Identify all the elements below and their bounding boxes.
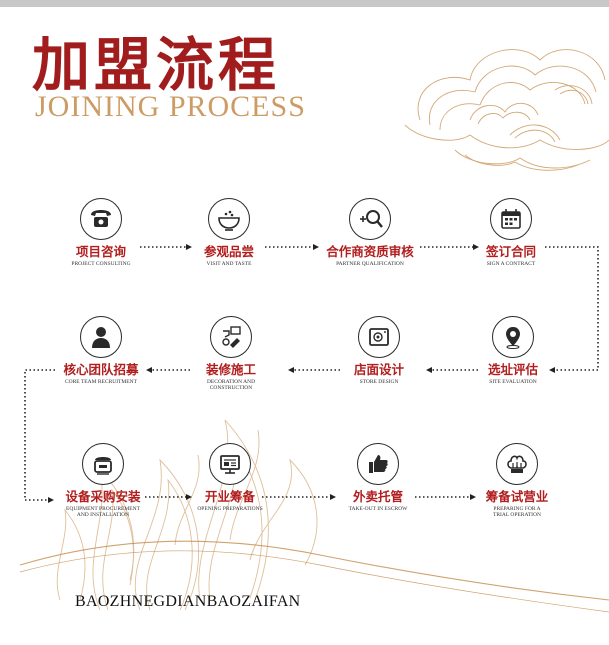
step-project-consulting: 项目咨询 PROJECT CONSULTING xyxy=(26,198,176,267)
step-label-en: EQUIPMENT PROCUREMENT AND INSTALLATION xyxy=(65,505,140,519)
step-take-out-in-escrow: 外卖托管 TAKE-OUT IN ESCROW xyxy=(303,443,453,512)
step-label-cn: 项目咨询 xyxy=(75,244,126,259)
step-label-en: SITE EVALUATION xyxy=(489,378,537,385)
step-label-en: SIGN A CONTRACT xyxy=(486,260,536,267)
telephone-icon xyxy=(80,198,122,240)
person-icon xyxy=(80,316,122,358)
decoration-icon xyxy=(210,316,252,358)
step-label-cn: 合作商资质审核 xyxy=(326,244,414,259)
step-label-en: CORE TEAM RECRUITMENT xyxy=(64,378,137,385)
step-store-design: 店面设计 STORE DESIGN xyxy=(304,316,454,385)
step-label-en: VISIT AND TASTE xyxy=(206,260,252,267)
step-trial-operation: 筹备试营业 PREPARING FOR A TRIAL OPERATION xyxy=(442,443,592,518)
step-visit-and-taste: 参观品尝 VISIT AND TASTE xyxy=(154,198,304,267)
step-opening-preparations: 开业筹备 OPENING PREPARATIONS xyxy=(155,443,305,512)
step-label-cn: 核心团队招募 xyxy=(63,362,139,377)
step-label-en: TAKE-OUT IN ESCROW xyxy=(348,505,408,512)
step-label-cn: 外卖托管 xyxy=(352,489,403,504)
step-label-cn: 选址评估 xyxy=(487,362,538,377)
monitor-icon xyxy=(209,443,251,485)
step-equipment-procurement: 设备采购安装 EQUIPMENT PROCUREMENT AND INSTALL… xyxy=(28,443,178,518)
magnifier-plus-icon xyxy=(349,198,391,240)
step-decoration-and-construction: 装修施工 DECORATION AND CONSTRUCTION xyxy=(156,316,306,391)
step-label-cn: 签订合同 xyxy=(485,244,536,259)
calendar-icon xyxy=(490,198,532,240)
footer-brand-text: BAOZHNEGDIANBAOZAIFAN xyxy=(75,593,301,610)
wave-ornament xyxy=(19,540,609,613)
step-label-cn: 设备采购安装 xyxy=(65,489,141,504)
bowl-icon xyxy=(208,198,250,240)
step-label-en: PARTNER QUALIFICATION xyxy=(336,260,404,267)
step-site-evaluation: 选址评估 SITE EVALUATION xyxy=(438,316,588,385)
step-label-cn: 参观品尝 xyxy=(203,244,254,259)
step-label-cn: 装修施工 xyxy=(205,362,256,377)
step-label-en: PREPARING FOR A TRIAL OPERATION xyxy=(493,505,541,519)
top-bar xyxy=(0,0,609,7)
step-label-en: DECORATION AND CONSTRUCTION xyxy=(206,378,256,392)
step-sign-a-contract: 签订合同 SIGN A CONTRACT xyxy=(436,198,586,267)
flow-connectors xyxy=(24,246,599,501)
step-label-cn: 开业筹备 xyxy=(204,489,255,504)
step-core-team-recruitment: 核心团队招募 CORE TEAM RECRUITMENT xyxy=(26,316,176,385)
rice-cooker-icon xyxy=(82,443,124,485)
step-partner-qualification: 合作商资质审核 PARTNER QUALIFICATION xyxy=(295,198,445,267)
flow-arrowheads xyxy=(48,244,555,503)
blueprint-icon xyxy=(358,316,400,358)
title-chinese: 加盟流程 xyxy=(32,31,281,99)
step-label-cn: 店面设计 xyxy=(353,362,404,377)
title-english: JOINING PROCESS xyxy=(35,90,306,123)
step-label-en: STORE DESIGN xyxy=(359,378,399,385)
step-label-en: PROJECT CONSULTING xyxy=(71,260,131,267)
step-label-en: OPENING PREPARATIONS xyxy=(197,505,263,512)
cloud-ornament xyxy=(404,49,609,171)
location-pin-icon xyxy=(492,316,534,358)
thumbs-up-icon xyxy=(357,443,399,485)
chef-hat-icon xyxy=(496,443,538,485)
step-label-cn: 筹备试营业 xyxy=(485,489,549,504)
